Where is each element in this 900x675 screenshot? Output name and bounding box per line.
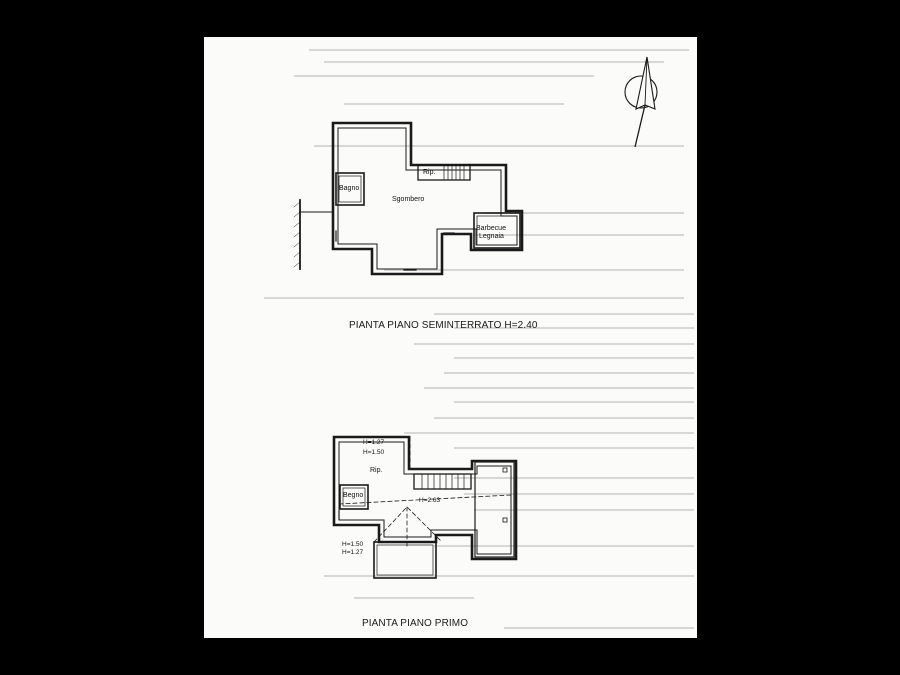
first-height-label-5: H=1.27 xyxy=(342,549,364,556)
basement-room-bagno: Bagno xyxy=(339,185,360,192)
first-height-label-3: H=2.63 xyxy=(419,497,441,504)
basement-plan xyxy=(293,121,524,276)
north-arrow-icon xyxy=(624,56,658,148)
first-plan-title: PIANTA PIANO PRIMO xyxy=(362,618,469,629)
document-sheet: Bagno Sgombero Rip. Barbecue Legnaia PIA… xyxy=(204,37,697,638)
basement-room-legnaia: Legnaia xyxy=(479,233,504,240)
floor-plan-drawing xyxy=(293,56,658,579)
first-room-rip: Rip. xyxy=(370,467,383,474)
basement-room-rip: Rip. xyxy=(423,169,436,176)
first-height-label-4: H=1.50 xyxy=(342,541,364,548)
basement-room-barbecue: Barbecue xyxy=(476,225,506,232)
first-floor-plan xyxy=(332,435,518,579)
basement-room-sgombero: Sgombero xyxy=(392,196,425,203)
basement-plan-title: PIANTA PIANO SEMINTERRATO H=2.40 xyxy=(349,320,538,331)
first-height-label-1: H=1.27 xyxy=(363,439,385,446)
first-height-label-2: H=1.50 xyxy=(363,449,385,456)
first-room-bagno: Begno xyxy=(343,492,364,499)
